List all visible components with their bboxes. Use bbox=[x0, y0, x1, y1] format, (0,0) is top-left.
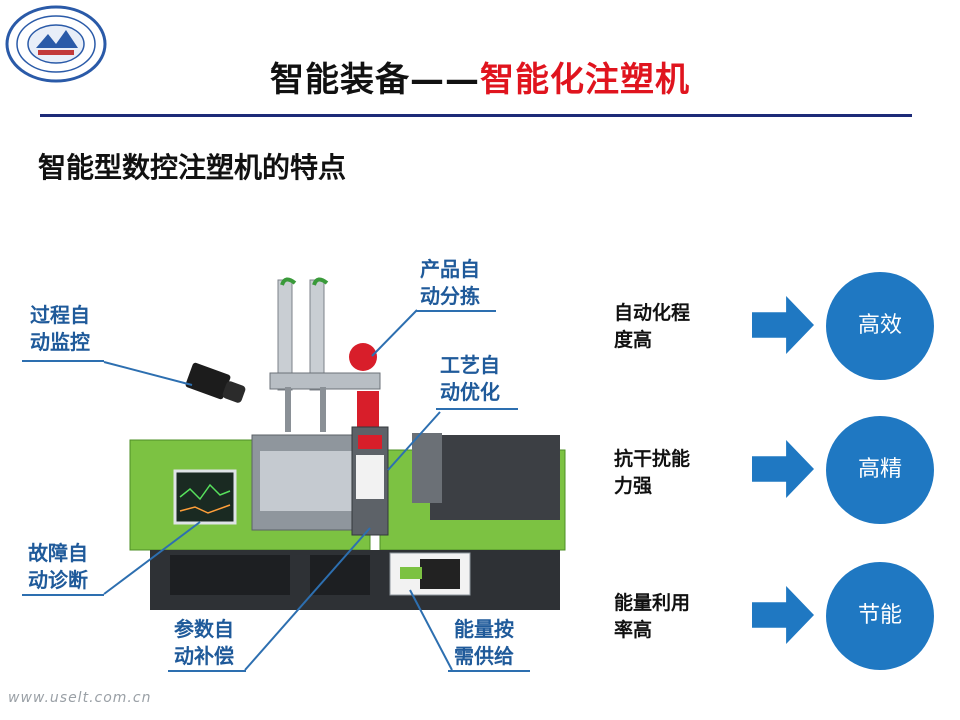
callout-fault-diagnose: 故障自 动诊断 bbox=[28, 540, 88, 594]
callout-underline bbox=[416, 310, 496, 312]
robot-red-head bbox=[349, 343, 377, 371]
callout-line-1: 参数自 bbox=[174, 617, 234, 641]
callout-process-monitor: 过程自 动监控 bbox=[30, 302, 90, 356]
title-black-part: 智能装备—— bbox=[270, 60, 480, 100]
callout-line-1: 故障自 bbox=[28, 541, 88, 565]
callout-line-2: 动优化 bbox=[440, 380, 500, 404]
callout-underline bbox=[436, 408, 518, 410]
callout-craft-optimize: 工艺自 动优化 bbox=[440, 352, 500, 406]
university-logo bbox=[5, 5, 107, 83]
callout-line-2: 需供给 bbox=[454, 644, 514, 668]
camera-icon bbox=[185, 362, 246, 403]
result-circle-precision: 高精 bbox=[826, 416, 934, 524]
callout-line-1: 过程自 bbox=[30, 303, 90, 327]
feature-line-1: 自动化程 bbox=[614, 302, 691, 324]
callout-underline bbox=[448, 670, 530, 672]
title-red-part: 智能化注塑机 bbox=[480, 60, 690, 100]
slide-title: 智能装备——智能化注塑机 bbox=[0, 52, 960, 101]
feature-automation: 自动化程 度高 bbox=[614, 300, 690, 354]
callout-line-1: 工艺自 bbox=[440, 353, 500, 377]
injection-molding-machine-illustration bbox=[129, 277, 566, 610]
feature-energy-efficiency: 能量利用 率高 bbox=[614, 590, 690, 644]
callout-underline bbox=[22, 594, 104, 596]
feature-anti-interference: 抗干扰能 力强 bbox=[614, 446, 690, 500]
callout-line-2: 动补偿 bbox=[174, 644, 234, 668]
result-circle-efficiency: 高效 bbox=[826, 272, 934, 380]
hmi-screen bbox=[173, 469, 237, 525]
callout-line-2: 动监控 bbox=[30, 330, 90, 354]
feature-line-2: 力强 bbox=[614, 475, 653, 497]
callout-underline bbox=[22, 360, 104, 362]
callout-line-2: 动分拣 bbox=[420, 284, 480, 308]
result-circle-energy-saving: 节能 bbox=[826, 562, 934, 670]
callout-line-1: 产品自 bbox=[420, 257, 480, 281]
slide-subtitle: 智能型数控注塑机的特点 bbox=[38, 151, 347, 184]
callout-underline bbox=[168, 670, 246, 672]
callout-param-compensate: 参数自 动补偿 bbox=[174, 616, 234, 670]
title-divider bbox=[40, 114, 912, 117]
callout-line-2: 动诊断 bbox=[28, 568, 88, 592]
watermark: www.uselt.com.cn bbox=[8, 690, 152, 706]
callout-line-1: 能量按 bbox=[454, 617, 514, 641]
callout-product-sort: 产品自 动分拣 bbox=[420, 256, 480, 310]
feature-line-1: 能量利用 bbox=[614, 592, 691, 614]
feature-line-2: 度高 bbox=[614, 329, 653, 351]
feature-line-1: 抗干扰能 bbox=[614, 448, 691, 470]
callout-energy-on-demand: 能量按 需供给 bbox=[454, 616, 514, 670]
feature-line-2: 率高 bbox=[614, 619, 653, 641]
